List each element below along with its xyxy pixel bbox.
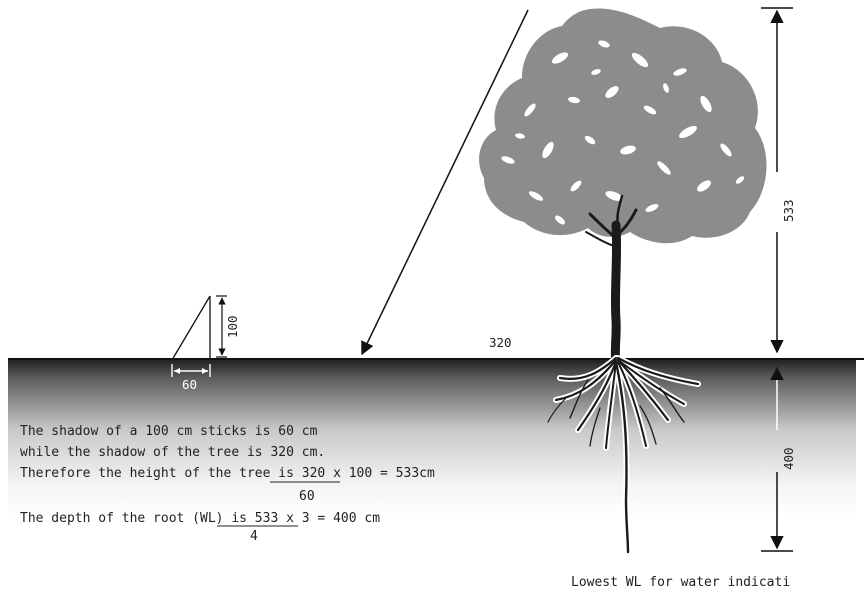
stick-triangle xyxy=(171,295,211,361)
tree-height-label: 533 xyxy=(781,199,796,222)
tree-trunk xyxy=(585,194,638,367)
text-line-2: while the shadow of the tree is 320 cm. xyxy=(20,445,325,460)
text-line-3: Therefore the height of the tree is 320 … xyxy=(20,466,435,481)
text-line-4: The depth of the root (WL) is 533 x 3 = … xyxy=(20,511,380,526)
text-line-3-denominator: 60 xyxy=(299,489,315,504)
stick-height-dimension: 100 xyxy=(216,295,240,358)
footer-caption: Lowest WL for water indicati xyxy=(571,575,790,590)
stick-shadow-dimension: 60 xyxy=(171,364,211,392)
explanation-text: The shadow of a 100 cm sticks is 60 cm w… xyxy=(20,424,435,544)
stick-shadow-label: 60 xyxy=(182,377,197,392)
tree-roots xyxy=(547,355,701,555)
ground-band xyxy=(8,358,856,516)
text-line-4-denominator: 4 xyxy=(250,529,258,544)
root-depth-dimension: 400 xyxy=(761,366,796,552)
stick-height-label: 100 xyxy=(225,315,240,338)
tree-canopy xyxy=(479,8,767,244)
sun-ray-arrow xyxy=(361,9,529,356)
tree-shadow-label: 320 xyxy=(489,335,512,350)
root-depth-label: 400 xyxy=(781,447,796,470)
tree-height-dimension: 533 xyxy=(761,7,796,354)
text-line-1: The shadow of a 100 cm sticks is 60 cm xyxy=(20,424,318,439)
